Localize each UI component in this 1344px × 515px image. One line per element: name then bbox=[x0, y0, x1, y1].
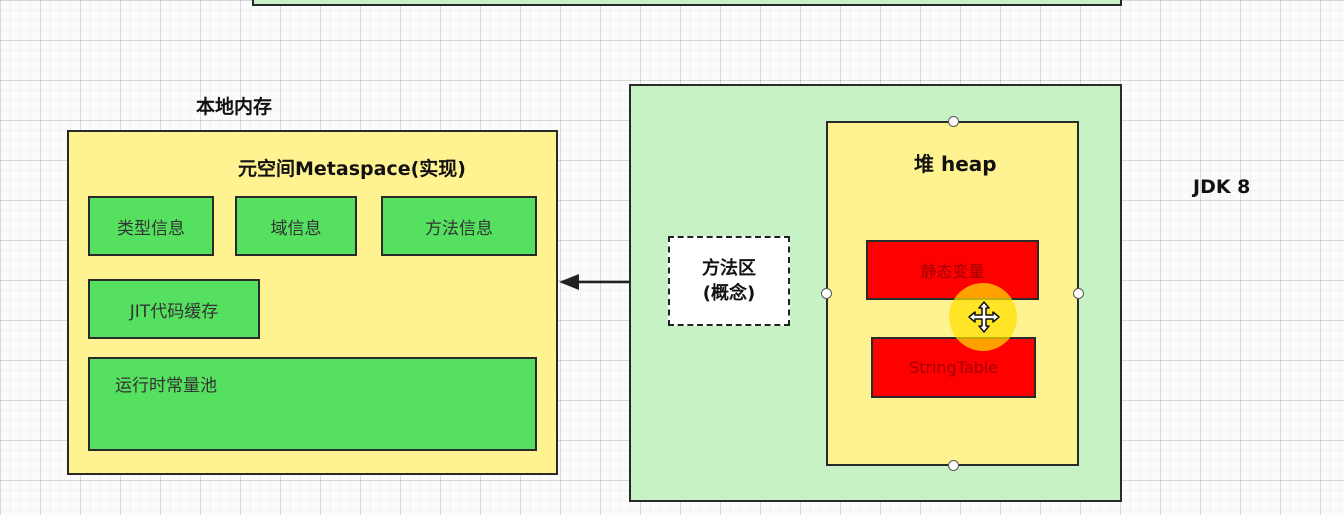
method-info-cell[interactable]: 方法信息 bbox=[381, 196, 537, 256]
jit-code-cache-cell[interactable]: JIT代码缓存 bbox=[88, 279, 260, 339]
resize-handle-left[interactable] bbox=[821, 288, 832, 299]
static-variables-box[interactable]: 静态变量 bbox=[866, 240, 1039, 300]
resize-handle-right[interactable] bbox=[1073, 288, 1084, 299]
type-info-cell[interactable]: 类型信息 bbox=[88, 196, 214, 256]
string-table-box[interactable]: StringTable bbox=[871, 337, 1036, 398]
jdk-version-label: JDK 8 bbox=[1193, 176, 1251, 198]
method-area-label: 方法区 bbox=[702, 258, 756, 279]
native-memory-label: 本地内存 bbox=[196, 96, 273, 118]
resize-handle-bottom[interactable] bbox=[948, 460, 959, 471]
runtime-constant-pool-label: 运行时常量池 bbox=[115, 376, 217, 396]
metaspace-title: 元空间Metaspace(实现) bbox=[238, 158, 466, 180]
move-cursor-icon bbox=[968, 301, 1000, 333]
resize-handle-top[interactable] bbox=[948, 116, 959, 127]
field-info-cell[interactable]: 域信息 bbox=[235, 196, 357, 256]
method-area-box[interactable]: 方法区 (概念) bbox=[668, 236, 790, 326]
method-area-concept-label: (概念) bbox=[702, 283, 756, 304]
heap-title: 堆 heap bbox=[914, 152, 997, 176]
runtime-constant-pool-cell[interactable]: 运行时常量池 bbox=[88, 357, 537, 451]
top-container-partial bbox=[252, 0, 1122, 6]
